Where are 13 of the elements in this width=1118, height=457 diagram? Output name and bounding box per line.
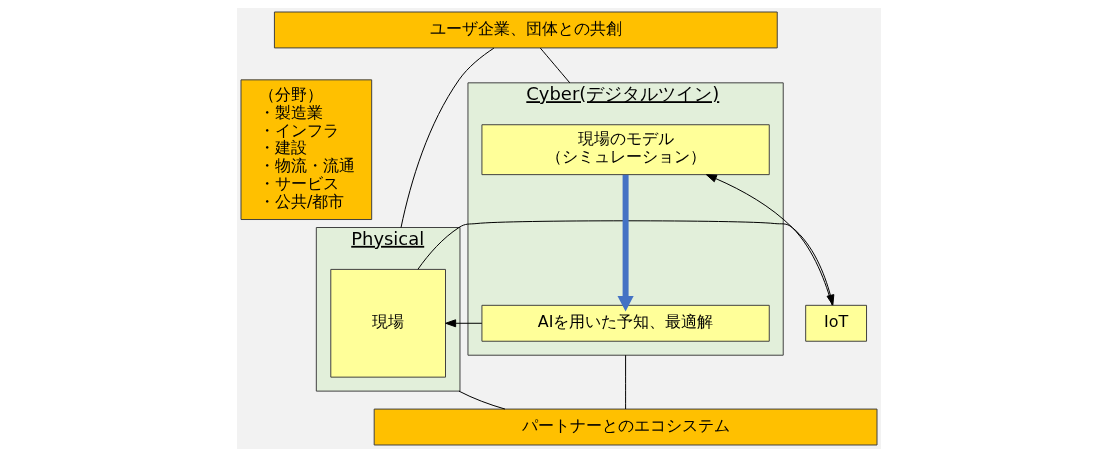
connector [539, 47, 571, 84]
node-box: （分野） ・製造業 ・インフラ ・建設 ・物流・流通 ・サービス ・公共/都市 [240, 79, 373, 220]
node-box: AIを用いた予知、最適解 [481, 304, 770, 342]
arrow [617, 174, 634, 312]
node-box: ユーザ企業、団体との共創 [273, 11, 778, 49]
node-box: 現場 [330, 268, 446, 378]
node-box: パートナーとのエコシステム [373, 408, 878, 446]
connector [458, 390, 506, 410]
arrow [445, 319, 483, 328]
connector [400, 47, 495, 228]
node-box: IoT [805, 304, 868, 342]
node-box: 現場のモデル （シミュレーション） [481, 124, 770, 176]
connector [625, 354, 627, 410]
